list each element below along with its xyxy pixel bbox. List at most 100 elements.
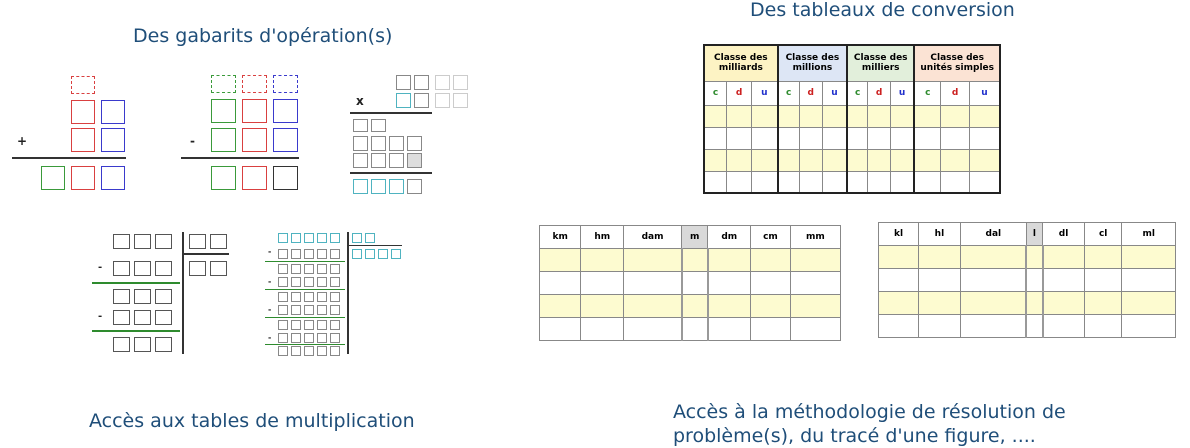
digit-box[interactable] — [155, 261, 172, 276]
digit-box[interactable] — [291, 277, 301, 287]
digit-box[interactable] — [304, 249, 314, 259]
numeration-table[interactable]: Classe des milliards Classe des millions… — [703, 44, 1001, 194]
digit-box[interactable] — [317, 264, 327, 274]
digit-box[interactable] — [435, 75, 450, 90]
digit-box[interactable] — [155, 234, 172, 249]
table-row[interactable] — [703, 104, 1001, 128]
digit-box[interactable] — [317, 305, 327, 315]
digit-box[interactable] — [242, 128, 267, 152]
digit-box[interactable] — [278, 249, 288, 259]
digit-box[interactable] — [371, 136, 386, 151]
digit-box[interactable] — [134, 310, 151, 325]
table-row[interactable] — [538, 248, 842, 272]
digit-box[interactable] — [389, 153, 404, 168]
digit-box[interactable] — [317, 346, 327, 356]
digit-box[interactable] — [155, 289, 172, 304]
digit-box[interactable] — [134, 261, 151, 276]
result-box[interactable] — [273, 166, 298, 190]
result-box[interactable] — [389, 179, 404, 194]
digit-box[interactable] — [291, 264, 301, 274]
multiplication-caption[interactable]: Accès aux tables de multiplication — [89, 410, 415, 432]
digit-box[interactable] — [304, 333, 314, 343]
digit-box[interactable] — [113, 261, 130, 276]
digit-box[interactable] — [317, 233, 327, 243]
digit-box[interactable] — [317, 333, 327, 343]
volume-table[interactable]: kl hl dal l dl cl ml — [877, 222, 1176, 338]
table-row[interactable] — [703, 170, 1001, 194]
digit-box[interactable] — [304, 277, 314, 287]
divisor-box[interactable] — [365, 233, 375, 243]
digit-box[interactable] — [113, 337, 130, 352]
result-box[interactable] — [211, 166, 236, 190]
digit-box[interactable] — [317, 320, 327, 330]
digit-box[interactable] — [101, 128, 125, 152]
divisor-box[interactable] — [352, 233, 362, 243]
digit-box[interactable] — [278, 277, 288, 287]
digit-box[interactable] — [330, 233, 340, 243]
digit-box[interactable] — [371, 153, 386, 168]
digit-box[interactable] — [330, 264, 340, 274]
digit-box[interactable] — [353, 153, 368, 168]
digit-box[interactable] — [278, 333, 288, 343]
digit-box[interactable] — [273, 99, 298, 123]
digit-box[interactable] — [273, 128, 298, 152]
digit-box[interactable] — [353, 136, 368, 151]
methodology-caption-line1[interactable]: Accès à la méthodologie de résolution de — [673, 401, 1066, 423]
digit-box[interactable] — [155, 337, 172, 352]
table-row[interactable] — [877, 291, 1176, 315]
digit-box[interactable] — [211, 128, 236, 152]
result-box[interactable] — [71, 166, 95, 190]
digit-box[interactable] — [396, 93, 411, 108]
digit-box[interactable] — [134, 289, 151, 304]
digit-box[interactable] — [113, 289, 130, 304]
digit-box[interactable] — [278, 305, 288, 315]
digit-box[interactable] — [304, 320, 314, 330]
digit-box[interactable] — [291, 333, 301, 343]
divisor-box[interactable] — [210, 234, 227, 249]
digit-box[interactable] — [291, 249, 301, 259]
digit-box[interactable] — [71, 100, 95, 124]
digit-box[interactable] — [389, 136, 404, 151]
digit-box[interactable] — [291, 305, 301, 315]
length-table[interactable]: km hm dam m dm cm mm — [538, 225, 842, 341]
digit-box[interactable] — [330, 320, 340, 330]
methodology-caption-line2[interactable]: problème(s), du tracé d'une figure, .... — [673, 425, 1036, 447]
digit-box[interactable] — [407, 136, 422, 151]
digit-box[interactable] — [396, 75, 411, 90]
digit-box[interactable] — [291, 346, 301, 356]
carry-box[interactable] — [211, 75, 236, 93]
digit-box[interactable] — [291, 292, 301, 302]
result-box[interactable] — [407, 179, 422, 194]
digit-box[interactable] — [278, 292, 288, 302]
digit-box[interactable] — [291, 233, 301, 243]
digit-box[interactable] — [304, 264, 314, 274]
quotient-box[interactable] — [365, 249, 375, 259]
result-box[interactable] — [101, 166, 125, 190]
digit-box[interactable] — [71, 128, 95, 152]
digit-box[interactable] — [113, 234, 130, 249]
digit-box[interactable] — [278, 320, 288, 330]
digit-box[interactable] — [113, 310, 130, 325]
digit-box[interactable] — [414, 75, 429, 90]
digit-box[interactable] — [304, 305, 314, 315]
carry-box[interactable] — [353, 119, 368, 132]
table-row[interactable] — [538, 271, 842, 295]
digit-box[interactable] — [211, 99, 236, 123]
carry-box[interactable] — [71, 76, 95, 94]
digit-box[interactable] — [304, 233, 314, 243]
digit-box[interactable] — [291, 320, 301, 330]
table-row[interactable] — [703, 126, 1001, 150]
carry-box[interactable] — [273, 75, 298, 93]
divisor-box[interactable] — [189, 234, 206, 249]
quotient-box[interactable] — [391, 249, 401, 259]
result-box[interactable] — [242, 166, 267, 190]
digit-box[interactable] — [407, 153, 422, 168]
table-row[interactable] — [538, 317, 842, 341]
digit-box[interactable] — [330, 249, 340, 259]
quotient-box[interactable] — [378, 249, 388, 259]
quotient-box[interactable] — [352, 249, 362, 259]
result-box[interactable] — [353, 179, 368, 194]
digit-box[interactable] — [242, 99, 267, 123]
digit-box[interactable] — [278, 233, 288, 243]
digit-box[interactable] — [330, 305, 340, 315]
